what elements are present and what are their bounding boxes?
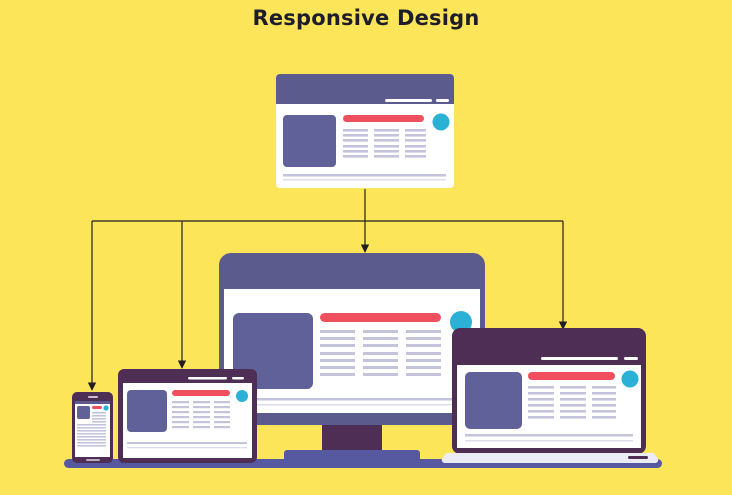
laptop-icon (441, 328, 659, 464)
tablet-icon (118, 369, 257, 463)
connector-lines (87, 189, 568, 391)
diagram-title: Responsive Design (252, 6, 480, 30)
desktop-monitor-icon (219, 253, 485, 462)
smartphone-icon (72, 392, 113, 463)
browser-window-icon (276, 74, 454, 188)
